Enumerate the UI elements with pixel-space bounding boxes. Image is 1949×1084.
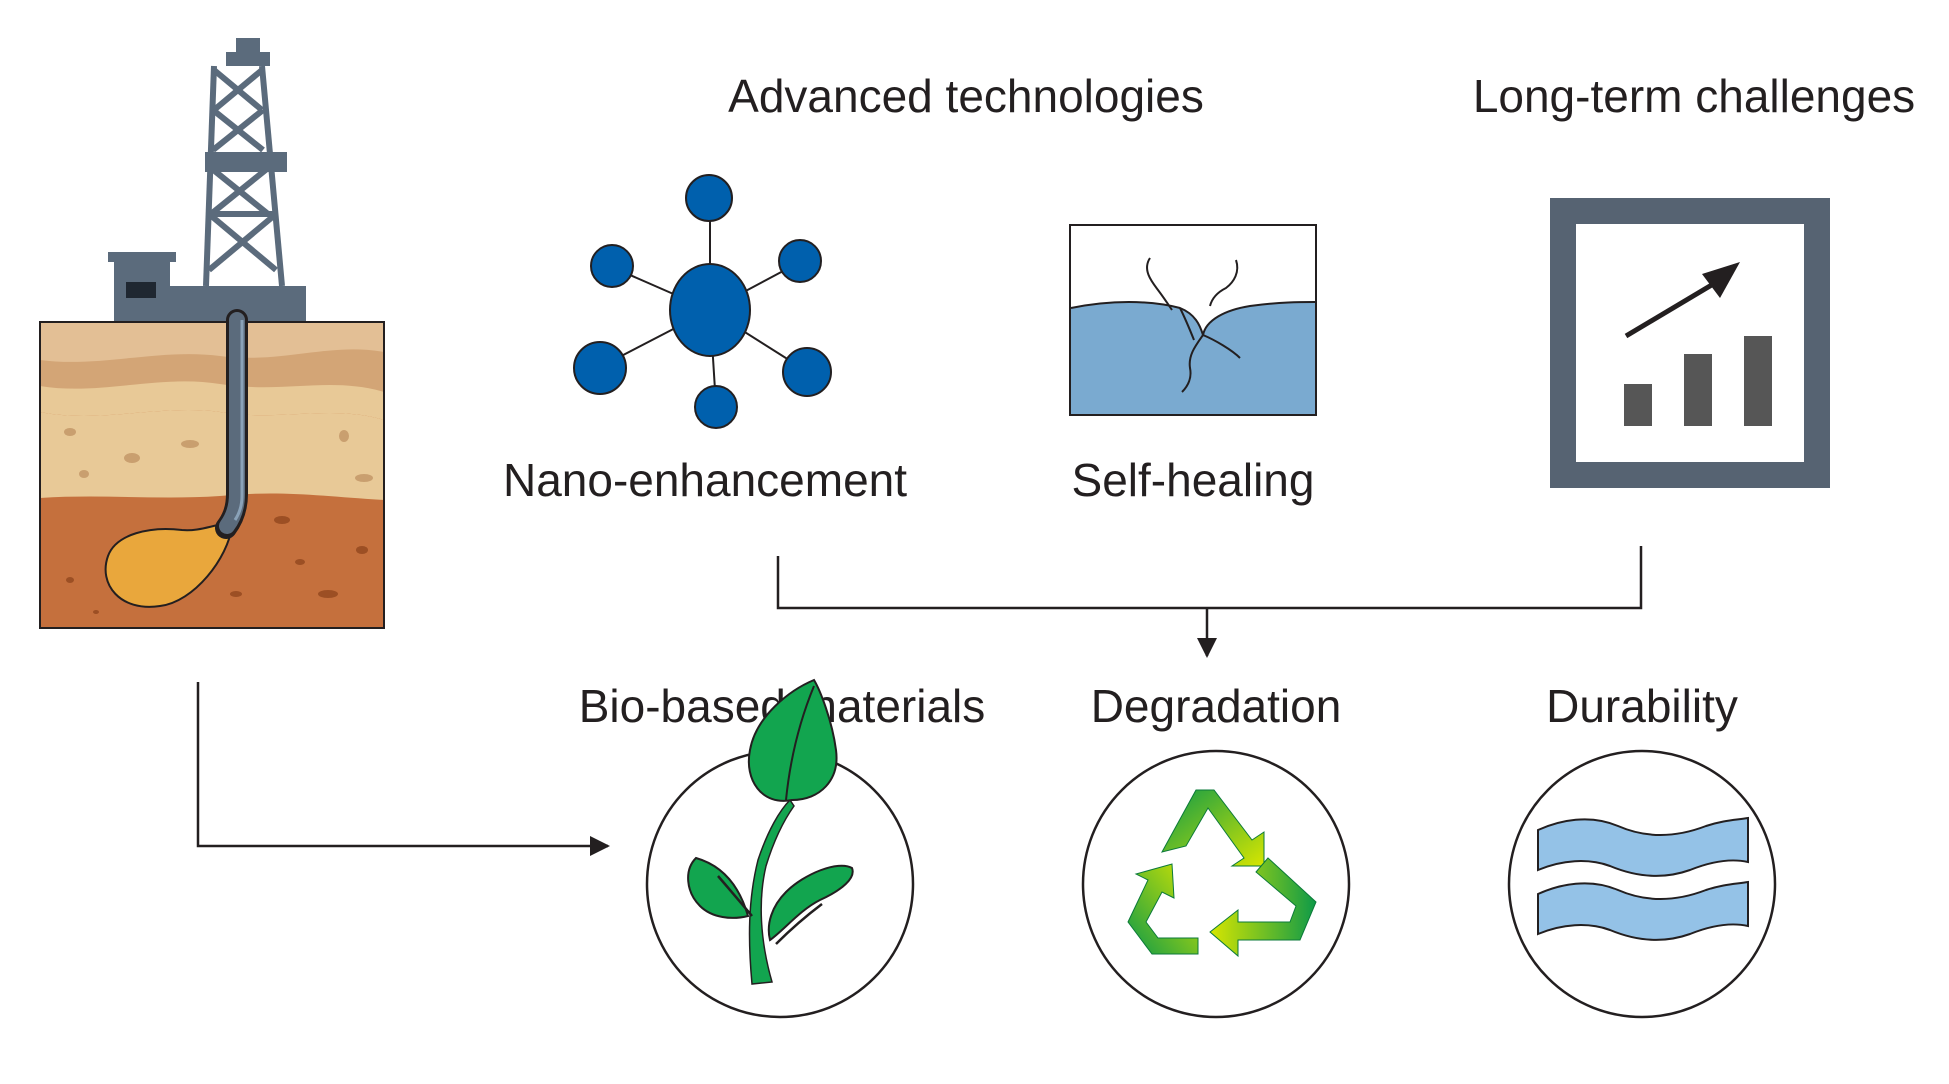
oil-pocket <box>104 523 234 608</box>
degradation-label: Degradation <box>1091 680 1342 732</box>
self-healing-label: Self-healing <box>1072 454 1315 506</box>
nano-network-icon <box>573 174 832 429</box>
soil-layers <box>40 322 384 628</box>
connector-merge <box>776 546 1643 658</box>
derrick <box>203 65 285 287</box>
nano-enhancement-label: Nano-enhancement <box>503 454 907 506</box>
long-term-challenges-heading: Long-term challenges <box>1473 70 1915 122</box>
advanced-technologies-heading: Advanced technologies <box>728 70 1204 122</box>
plant-sprout-icon <box>645 678 915 1019</box>
waves-icon <box>1507 749 1777 1019</box>
rising-bar-chart-icon <box>1550 198 1830 488</box>
oil-drilling-rig-icon <box>39 38 385 629</box>
recycle-icon <box>1081 749 1351 1019</box>
connector-rig-to-bio <box>196 682 610 856</box>
cracked-surface-icon <box>1069 224 1317 416</box>
durability-label: Durability <box>1546 680 1738 732</box>
